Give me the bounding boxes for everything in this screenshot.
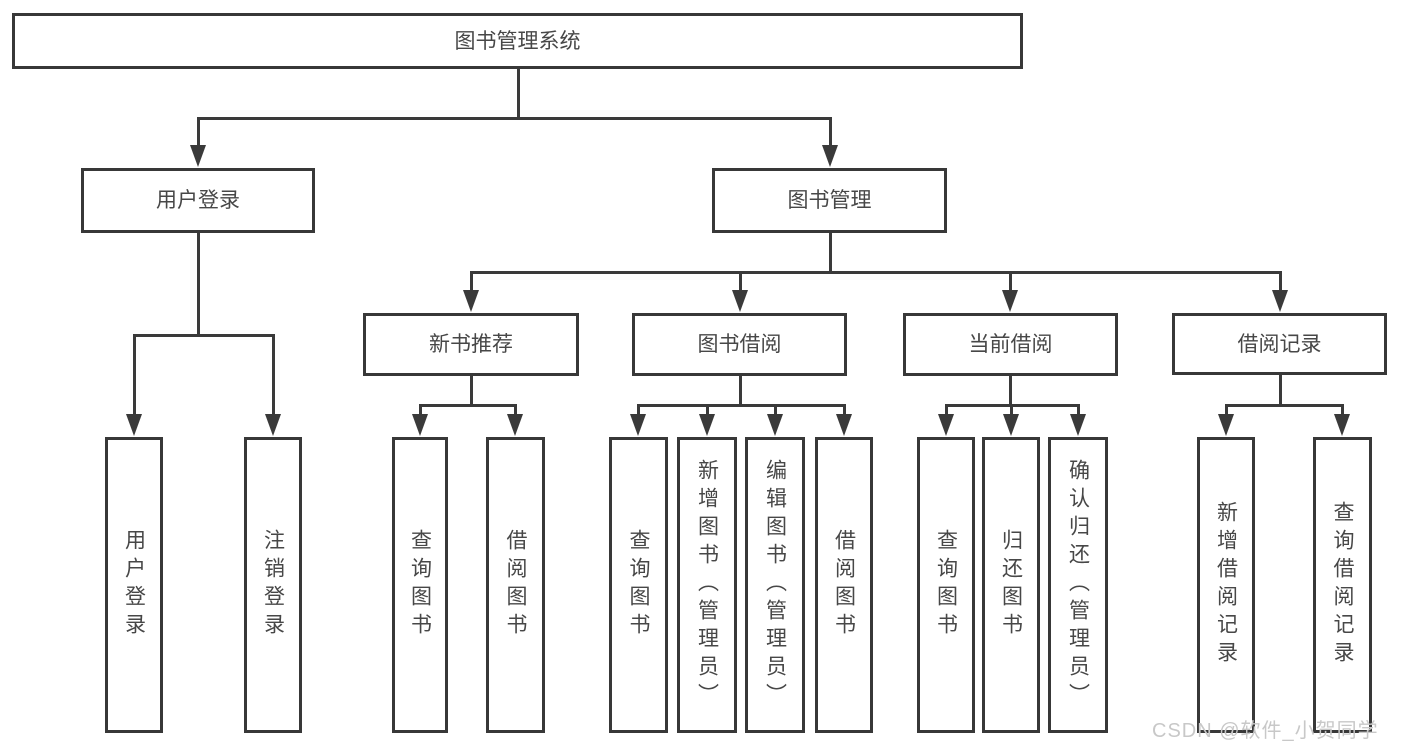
connector-bus — [418, 403, 517, 407]
node-label: 编辑图书（管理员） — [763, 459, 787, 711]
connector-stem — [738, 375, 742, 407]
node-leaf-user-login: 用户登录 — [105, 437, 163, 733]
node-leaf-confirm-return: 确认归还（管理员） — [1048, 437, 1108, 733]
node-label: 借阅图书 — [504, 529, 527, 641]
node-label: 图书管理系统 — [454, 29, 581, 53]
node-leaf-query-borrow-record: 查询借阅记录 — [1313, 437, 1372, 733]
arrowhead-down-icon — [507, 414, 523, 436]
node-label: 新增图书（管理员） — [695, 459, 719, 711]
node-label: 查询图书 — [408, 529, 432, 641]
connector-stub — [1340, 405, 1344, 416]
connector-stub — [1076, 405, 1080, 416]
connector-stub — [842, 405, 846, 416]
connector-stem — [469, 375, 473, 407]
arrowhead-down-icon — [1070, 414, 1086, 436]
node-book-management-branch: 图书管理 — [712, 168, 947, 233]
node-leaf-query-books-2: 查询图书 — [609, 437, 668, 733]
connector-bus — [132, 333, 275, 337]
connector-stub — [271, 335, 275, 416]
connector-stem — [828, 232, 832, 274]
node-label: 查询图书 — [934, 529, 958, 641]
node-label: 图书管理 — [787, 189, 872, 212]
connector-stub — [773, 405, 777, 416]
arrowhead-down-icon — [412, 414, 428, 436]
node-root: 图书管理系统 — [12, 13, 1023, 69]
arrowhead-down-icon — [1002, 290, 1018, 312]
arrowhead-down-icon — [1334, 414, 1350, 436]
node-leaf-query-books-3: 查询图书 — [917, 437, 975, 733]
connector-stub — [705, 405, 709, 416]
node-leaf-edit-books: 编辑图书（管理员） — [745, 437, 805, 733]
arrowhead-down-icon — [463, 290, 479, 312]
node-label: 查询图书 — [627, 529, 650, 641]
connector-stub — [418, 405, 422, 416]
connector-bus — [469, 270, 1282, 274]
node-label: 用户登录 — [156, 189, 240, 212]
connector-stub — [828, 118, 832, 147]
node-leaf-borrow-books-1: 借阅图书 — [486, 437, 545, 733]
connector-stub — [1224, 405, 1228, 416]
connector-stem — [1008, 375, 1012, 407]
node-label: 注销登录 — [261, 529, 285, 641]
node-current-borrowing: 当前借阅 — [903, 313, 1118, 376]
connector-stem — [516, 68, 520, 120]
node-leaf-query-books-1: 查询图书 — [392, 437, 448, 733]
node-label: 借阅记录 — [1237, 332, 1322, 356]
node-label: 新增借阅记录 — [1214, 501, 1238, 669]
connector-stub — [1009, 405, 1013, 416]
connector-stub — [132, 335, 136, 416]
csdn-watermark: CSDN @软件_小贺同学 — [1152, 720, 1379, 742]
node-new-book-recommend: 新书推荐 — [363, 313, 579, 376]
connector-stub — [738, 272, 742, 292]
connector-stem — [196, 232, 200, 337]
connector-stub — [944, 405, 948, 416]
arrowhead-down-icon — [732, 290, 748, 312]
node-label: 新书推荐 — [429, 333, 513, 356]
node-borrowing-records: 借阅记录 — [1172, 313, 1387, 375]
connector-stub — [196, 118, 200, 147]
node-leaf-logout: 注销登录 — [244, 437, 302, 733]
connector-bus — [1224, 403, 1344, 407]
arrowhead-down-icon — [630, 414, 646, 436]
node-leaf-return-books: 归还图书 — [982, 437, 1040, 733]
arrowhead-down-icon — [699, 414, 715, 436]
arrowhead-down-icon — [1272, 290, 1288, 312]
node-label: 用户登录 — [122, 529, 146, 641]
arrowhead-down-icon — [767, 414, 783, 436]
node-user-login-branch: 用户登录 — [81, 168, 315, 233]
arrowhead-down-icon — [822, 145, 838, 167]
node-label: 借阅图书 — [832, 529, 856, 641]
connector-bus — [196, 116, 832, 120]
arrowhead-down-icon — [836, 414, 852, 436]
node-label: 图书借阅 — [697, 333, 782, 356]
connector-stub — [1278, 272, 1282, 292]
connector-stub — [469, 272, 473, 292]
connector-stem — [1278, 374, 1282, 407]
connector-stub — [513, 405, 517, 416]
node-leaf-add-books: 新增图书（管理员） — [677, 437, 737, 733]
connector-stub — [636, 405, 640, 416]
connector-stub — [1008, 272, 1012, 292]
node-label: 确认归还（管理员） — [1066, 459, 1090, 711]
node-label: 当前借阅 — [968, 333, 1053, 356]
node-leaf-borrow-books-2: 借阅图书 — [815, 437, 873, 733]
arrowhead-down-icon — [938, 414, 954, 436]
node-leaf-add-borrow-record: 新增借阅记录 — [1197, 437, 1255, 733]
arrowhead-down-icon — [1003, 414, 1019, 436]
arrowhead-down-icon — [265, 414, 281, 436]
arrowhead-down-icon — [1218, 414, 1234, 436]
node-label: 查询借阅记录 — [1331, 501, 1354, 669]
node-label: 归还图书 — [999, 529, 1023, 641]
arrowhead-down-icon — [126, 414, 142, 436]
connector-bus — [636, 403, 846, 407]
arrowhead-down-icon — [190, 145, 206, 167]
node-book-borrowing: 图书借阅 — [632, 313, 847, 376]
